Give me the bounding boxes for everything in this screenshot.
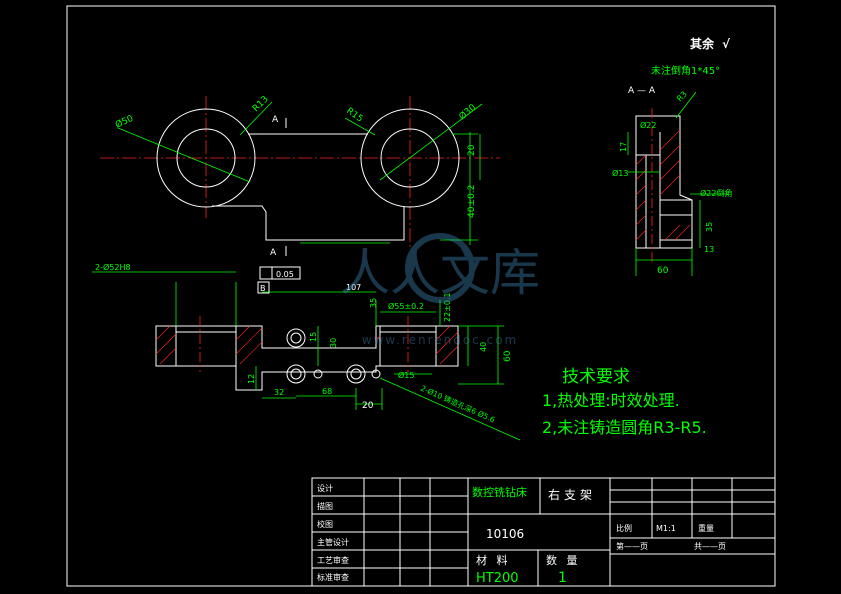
tb-material-label: 材 料: [476, 553, 511, 567]
dim-holes-note: 2-Ø10 铸造孔深6 Ø5.6: [419, 383, 497, 425]
tb-row-check: 校图: [317, 519, 333, 529]
dim-60-front: 60: [503, 350, 513, 362]
dim-d22-chamfer: Ø22倒角: [700, 188, 732, 198]
dim-r13: R13: [251, 95, 271, 115]
dim-13: 13: [704, 245, 714, 254]
tolerance-value: 0.05: [276, 270, 294, 279]
tolerance-frame: [259, 266, 301, 280]
datum-box: [257, 281, 270, 294]
tb-row-standard: 标准审查: [317, 572, 349, 582]
dim-r15: R15: [344, 106, 364, 124]
watermark: 人人文库 www.renrendoc.com: [340, 233, 540, 347]
section-view-a-a: A — A R3: [612, 86, 732, 276]
tb-quantity-label: 数 量: [546, 554, 581, 567]
tb-row-trace: 描图: [317, 501, 333, 511]
dim-30: 30: [329, 338, 338, 348]
dim-35: 35: [705, 222, 714, 232]
tech-req-line1: 1,热处理:时效处理.: [542, 391, 680, 410]
dim-r3: R3: [675, 90, 689, 104]
dim-20-front: 20: [362, 401, 374, 411]
datum-letter: B: [260, 284, 266, 293]
dim-d22: Ø22: [640, 120, 656, 130]
tb-quantity: 1: [558, 570, 567, 586]
section-title: A — A: [628, 86, 656, 96]
dim-22: 22±0.1: [443, 292, 452, 322]
front-hatching: [155, 325, 459, 365]
dim-40-front: 40: [479, 342, 488, 352]
dim-68: 68: [322, 387, 332, 396]
dim-20: 20: [467, 144, 477, 156]
chamfer-note: 未注倒角1*45°: [651, 64, 720, 77]
section-mark-a-top: A: [272, 115, 279, 125]
section-mark-a-bottom: A: [270, 248, 277, 258]
dim-d50: Ø50: [114, 113, 136, 131]
watermark-brand: 人人文库: [340, 244, 540, 302]
dim-32: 32: [274, 388, 284, 397]
dim-17: 17: [619, 142, 628, 152]
dim-15: 15: [309, 332, 318, 342]
tb-row-chief: 主管设计: [317, 537, 349, 547]
dim-d55: Ø55±0.2: [388, 301, 424, 311]
dim-35-front: 35: [369, 298, 378, 308]
tb-sheet-total: 共——页: [694, 542, 726, 551]
dim-107: 107: [346, 283, 361, 292]
dim-40: 40±0.2: [467, 185, 477, 218]
tb-material: HT200: [476, 571, 519, 586]
dim-d13: Ø13: [612, 168, 628, 178]
tb-row-design: 设计: [317, 483, 333, 493]
tb-part-name: 右支架: [548, 487, 596, 502]
title-block: 设计 描图 校图 主管设计 工艺审查 标准审查 数控铣钻床 右支架 10106 …: [311, 477, 776, 587]
tb-drawing-no: 10106: [486, 527, 524, 541]
tb-scale: M1:1: [656, 524, 676, 533]
section-hatching: [635, 129, 691, 241]
dim-d15: Ø15: [398, 370, 414, 380]
tb-machine: 数控铣钻床: [472, 485, 527, 499]
tech-req-line2: 2,未注铸造圆角R3-R5.: [542, 418, 707, 437]
dim-bore: 2-Ø52H8: [95, 262, 131, 272]
tech-req-title: 技术要求: [562, 367, 630, 387]
dim-60: 60: [657, 266, 669, 276]
tb-scale-label: 比例: [616, 523, 632, 533]
roughness-note: 其余 √: [690, 36, 731, 51]
dim-d30: Ø30: [457, 102, 478, 123]
roughness-symbol: √: [722, 37, 731, 51]
tb-weight-label: 重量: [698, 523, 714, 533]
tb-sheet-of: 第——页: [616, 541, 648, 551]
roughness-prefix: 其余: [690, 36, 715, 51]
tb-row-process: 工艺审查: [317, 555, 349, 565]
watermark-url: www.renrendoc.com: [362, 333, 518, 347]
dim-12: 12: [247, 374, 256, 384]
